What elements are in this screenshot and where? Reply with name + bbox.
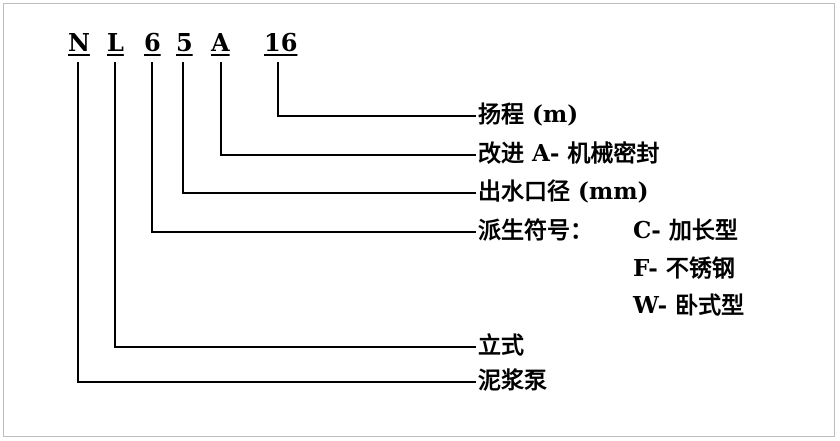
code-char-l: L [107,28,124,57]
diagram-frame [3,3,835,437]
code-char-a: A [211,28,230,57]
leader-slurry [77,62,476,383]
leader-head [277,62,476,117]
code-char-16: 16 [264,28,298,57]
leader-vertical [114,62,476,348]
label-improved: 改进 A- 机械密封 [478,140,660,167]
leader-derived [151,62,476,233]
label-head: 扬程 (m) [478,101,579,128]
leader-improved [220,62,476,156]
label-slurry-pump: 泥浆泵 [478,367,547,394]
code-char-6: 6 [144,28,161,57]
code-char-5: 5 [176,28,193,57]
label-derived-prefix: 派生符号： [478,217,593,244]
label-derived-w: W- 卧式型 [633,292,745,319]
label-derived-f: F- 不锈钢 [633,255,735,282]
code-char-n: N [68,28,90,57]
leader-outlet [182,62,476,194]
label-vertical: 立式 [478,332,524,359]
label-outlet: 出水口径 (mm) [478,178,649,205]
label-derived-c: C- 加长型 [633,217,738,244]
